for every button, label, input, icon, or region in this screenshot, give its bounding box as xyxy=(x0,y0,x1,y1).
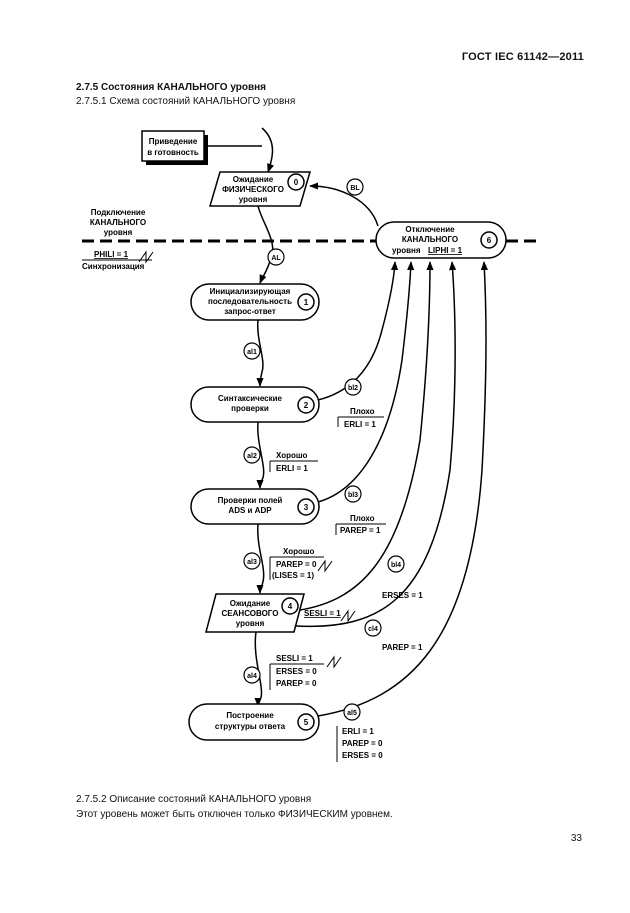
good2-cond: ERLI = 1 xyxy=(276,464,308,473)
start-line-1: Приведение xyxy=(149,137,198,146)
state-2-line-2: проверки xyxy=(231,404,269,413)
state-3-num: 3 xyxy=(304,503,309,512)
erses-label: ERSES = 1 xyxy=(382,591,423,600)
state-4 xyxy=(205,593,305,633)
state-0-line-1: Ожидание xyxy=(233,175,274,184)
transition-bl3: bl3 xyxy=(348,492,358,499)
state-3-line-1: Проверки полей xyxy=(218,496,283,505)
al4-cond-2: ERSES = 0 xyxy=(276,667,317,676)
transition-al1: al1 xyxy=(247,349,257,356)
bad2-label: Плохо xyxy=(350,407,375,416)
start-box xyxy=(141,130,205,162)
good3-label: Хорошо xyxy=(283,547,315,556)
description-text: Этот уровень может быть отключен только … xyxy=(76,809,393,820)
state-2 xyxy=(190,386,320,423)
transition-bl4: bl4 xyxy=(391,562,401,569)
transition-cl4: cl4 xyxy=(368,626,378,633)
state-3 xyxy=(190,488,320,525)
state-5 xyxy=(188,703,320,741)
section-subtitle: 2.7.5.1 Схема состояний КАНАЛЬНОГО уровн… xyxy=(76,96,296,107)
section-title: 2.7.5 Состояния КАНАЛЬНОГО уровня xyxy=(76,82,267,93)
state-5-line-2: структуры ответа xyxy=(215,722,286,731)
description-subtitle: 2.7.5.2 Описание состояний КАНАЛЬНОГО ур… xyxy=(76,794,312,805)
state-2-num: 2 xyxy=(304,401,309,410)
standard-header: ГОСТ IEC 61142—2011 xyxy=(461,51,584,63)
al4-cond-1: SESLI = 1 xyxy=(276,654,313,663)
state-4-line-2: СЕАНСОВОГО xyxy=(222,609,279,618)
page-number: 33 xyxy=(570,833,582,844)
sync-label: Синхронизация xyxy=(82,262,145,271)
state-6-line-1: Отключение xyxy=(405,225,455,234)
state-1-line-3: запрос-ответ xyxy=(224,307,276,316)
connect-line-3: уровня xyxy=(104,228,133,237)
transition-bl2: bl2 xyxy=(348,385,358,392)
al4-cond-3: PAREP = 0 xyxy=(276,679,317,688)
al5-cond-2: PAREP = 0 xyxy=(342,739,383,748)
bad3-cond: PAREP = 1 xyxy=(340,526,381,535)
state-2-line-1: Синтаксические xyxy=(218,394,283,403)
good3-cond: PAREP = 0 xyxy=(276,560,317,569)
state-1-num: 1 xyxy=(304,298,309,307)
parep-cl4-label: PAREP = 1 xyxy=(382,643,423,652)
state-4-line-3: уровня xyxy=(236,619,265,628)
state-6-line-4: LIPHI = 1 xyxy=(428,246,463,255)
connect-line-1: Подключение xyxy=(91,208,146,217)
state-3-line-2: ADS и ADP xyxy=(228,506,272,515)
bad2-cond: ERLI = 1 xyxy=(344,420,376,429)
state-0-line-2: ФИЗИЧЕСКОГО xyxy=(222,185,284,194)
transition-BL: BL xyxy=(350,185,360,192)
al5-cond-1: ERLI = 1 xyxy=(342,727,374,736)
state-5-num: 5 xyxy=(304,718,309,727)
phili-label: PHILI = 1 xyxy=(94,250,129,259)
transition-al5: al5 xyxy=(347,710,357,717)
transition-al4: al4 xyxy=(247,673,257,680)
state-6-line-3: уровня xyxy=(392,246,421,255)
al5-cond-3: ERSES = 0 xyxy=(342,751,383,760)
state-6-num: 6 xyxy=(487,236,492,245)
connect-line-2: КАНАЛЬНОГО xyxy=(90,218,146,227)
state-1-line-1: Инициализирующая xyxy=(210,287,291,296)
state-1-line-2: последовательность xyxy=(208,297,292,306)
transition-al2: al2 xyxy=(247,453,257,460)
state-5-line-1: Построение xyxy=(226,711,274,720)
sesli4-label: SESLI = 1 xyxy=(304,609,341,618)
state-0 xyxy=(208,171,312,207)
bad3-label: Плохо xyxy=(350,514,375,523)
transition-al3: al3 xyxy=(247,559,257,566)
state-0-line-3: уровня xyxy=(239,195,268,204)
good2-label: Хорошо xyxy=(276,451,308,460)
state-6 xyxy=(375,221,507,259)
good3-cond2: (LISES = 1) xyxy=(272,571,314,580)
state-6-line-2: КАНАЛЬНОГО xyxy=(402,235,458,244)
state-4-num: 4 xyxy=(288,602,293,611)
state-1 xyxy=(190,283,320,321)
state-4-line-1: Ожидание xyxy=(230,599,271,608)
state-0-num: 0 xyxy=(294,178,299,187)
start-line-2: в готовность xyxy=(147,148,199,157)
transition-AL: AL xyxy=(271,255,281,262)
